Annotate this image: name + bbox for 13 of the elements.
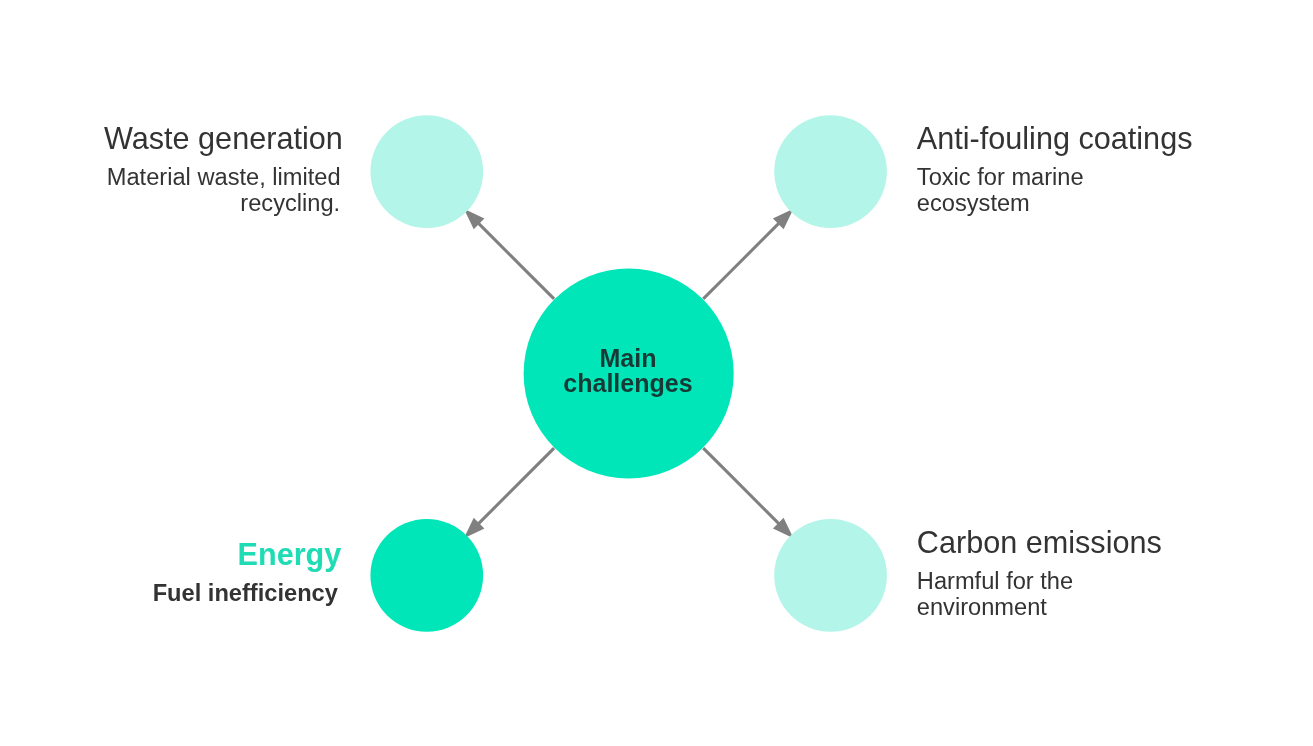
- node-label: Anti-fouling coatings: [916, 120, 1193, 155]
- node-circle: Main challenges: [523, 267, 734, 479]
- arrow: [702, 208, 794, 300]
- node-label: Material waste, limited recycling.: [106, 163, 341, 216]
- arrow: [463, 208, 556, 300]
- arrow: [702, 446, 794, 538]
- node-label: Energy: [237, 536, 342, 571]
- node-label: Fuel inefficiency: [152, 579, 338, 606]
- arrow: [463, 446, 556, 538]
- node-label: Carbon emissions: [916, 524, 1162, 559]
- node-label: Toxic for marine ecosystem: [916, 163, 1084, 216]
- node-label: Harmful for the environment: [916, 567, 1074, 620]
- node-label: Waste generation: [103, 120, 343, 155]
